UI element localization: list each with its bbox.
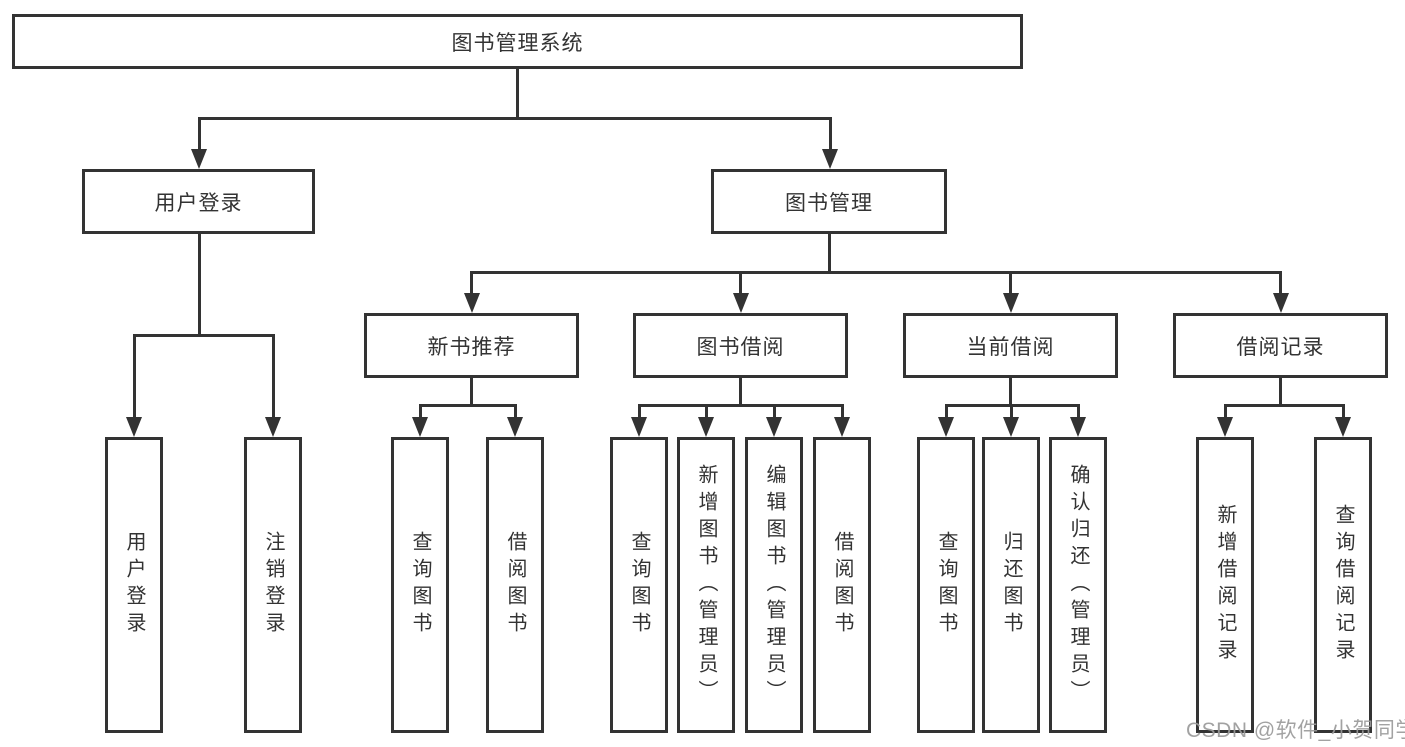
arrowhead-icon [698,417,714,437]
connector [1279,272,1282,295]
arrowhead-icon [463,293,480,313]
connector [470,378,473,407]
leaf-confirm-return-admin-label: 确认归还（管理员） [1067,463,1089,707]
node-book-management-label: 图书管理 [785,191,873,215]
connector [132,333,275,337]
leaf-user-login: 用户登录 [105,437,163,733]
connector [704,405,708,419]
arrowhead-icon [1335,417,1351,437]
node-current-borrow-label: 当前借阅 [966,335,1055,359]
leaf-query-borrow-record-label: 查询借阅记录 [1332,504,1354,666]
connector [271,335,275,419]
arrowhead-icon [412,417,428,437]
connector [772,405,776,419]
leaf-edit-book-admin: 编辑图书（管理员） [745,437,803,733]
leaf-return-book: 归还图书 [982,437,1040,733]
leaf-add-book-admin-label: 新增图书（管理员） [695,463,717,707]
arrowhead-icon [126,417,142,437]
leaf-logout: 注销登录 [244,437,302,733]
connector [739,272,742,295]
leaf-query-books-current: 查询图书 [917,437,975,733]
leaf-borrow-books-recommend-label: 借阅图书 [504,531,526,639]
connector [470,270,1282,274]
arrowhead-icon [191,149,207,169]
node-new-book-recommend: 新书推荐 [364,313,579,378]
node-root-label: 图书管理系统 [451,31,584,55]
connector [197,116,832,120]
leaf-query-books-borrow: 查询图书 [610,437,668,733]
arrowhead-icon [1070,417,1086,437]
leaf-add-book-admin: 新增图书（管理员） [677,437,735,733]
node-borrow-records-label: 借阅记录 [1236,335,1325,359]
connector [840,405,844,419]
leaf-edit-book-admin-label: 编辑图书（管理员） [763,463,785,707]
connector [197,118,201,152]
node-book-borrow: 图书借阅 [633,313,848,378]
connector [739,378,742,407]
connector [418,405,422,419]
leaf-query-borrow-record: 查询借阅记录 [1314,437,1372,733]
connector [1279,378,1282,407]
connector [1223,405,1227,419]
leaf-add-borrow-record: 新增借阅记录 [1196,437,1254,733]
connector [944,405,948,419]
node-user-login: 用户登录 [82,169,315,234]
node-book-borrow-label: 图书借阅 [696,335,785,359]
connector [1009,272,1012,295]
leaf-borrow-books-borrow-label: 借阅图书 [831,531,853,639]
arrowhead-icon [766,417,782,437]
connector [828,118,832,152]
arrowhead-icon [1003,417,1019,437]
node-user-login-label: 用户登录 [154,191,243,215]
leaf-add-borrow-record-label: 新增借阅记录 [1214,504,1236,666]
arrowhead-icon [265,417,281,437]
csdn-watermark: CSDN @软件_小贺同学 [1186,719,1405,742]
connector [1341,405,1345,419]
arrowhead-icon [1272,293,1289,313]
node-current-borrow: 当前借阅 [903,313,1118,378]
connector [637,405,641,419]
leaf-query-books-current-label: 查询图书 [935,531,957,639]
leaf-borrow-books-borrow: 借阅图书 [813,437,871,733]
connector [1009,405,1013,419]
leaf-query-books-recommend: 查询图书 [391,437,449,733]
leaf-logout-label: 注销登录 [262,531,284,639]
connector [197,234,201,337]
node-root: 图书管理系统 [12,14,1023,69]
arrowhead-icon [834,417,850,437]
connector [132,335,136,419]
leaf-confirm-return-admin: 确认归还（管理员） [1049,437,1107,733]
connector [827,234,831,274]
leaf-user-login-label: 用户登录 [123,531,145,639]
leaf-query-books-recommend-label: 查询图书 [409,531,431,639]
arrowhead-icon [631,417,647,437]
leaf-return-book-label: 归还图书 [1000,531,1022,639]
arrowhead-icon [822,149,838,169]
connector [1076,405,1080,419]
arrowhead-icon [938,417,954,437]
node-borrow-records: 借阅记录 [1173,313,1388,378]
arrowhead-icon [1217,417,1233,437]
arrowhead-icon [1002,293,1019,313]
connector [470,272,473,295]
connector [637,403,844,407]
connector [1223,403,1345,407]
connector [1009,378,1012,407]
arrowhead-icon [732,293,749,313]
leaf-query-books-borrow-label: 查询图书 [628,531,650,639]
node-book-management: 图书管理 [711,169,947,234]
node-new-book-recommend-label: 新书推荐 [427,335,516,359]
leaf-borrow-books-recommend: 借阅图书 [486,437,544,733]
arrowhead-icon [507,417,523,437]
connector [418,403,517,407]
connector [515,69,519,120]
connector [513,405,517,419]
